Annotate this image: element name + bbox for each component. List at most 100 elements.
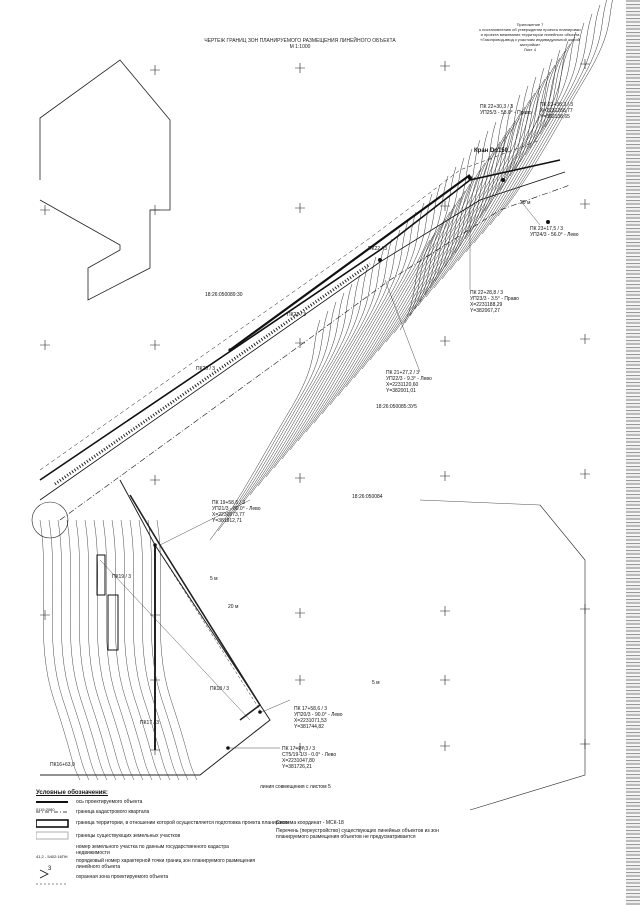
- coord-system-note: Система координат - МСК-18: [276, 820, 344, 826]
- contour-line: [217, 310, 329, 532]
- pk-label: УП21/3 - 90.0° - Лево: [212, 506, 261, 512]
- pk-label: X=2230973,77: [212, 512, 245, 518]
- contour-line: [401, 103, 513, 325]
- contour-line: [111, 519, 153, 781]
- pk-label: ПК 17+58,6 / 3: [294, 706, 328, 712]
- land-strip: [39, 139, 571, 521]
- pk-tag: ПК18 / 3: [210, 686, 230, 692]
- contour-line: [249, 274, 361, 496]
- scale-line: М 1:1000: [289, 44, 311, 50]
- legend-item: граница территории, в отношении которой …: [76, 820, 289, 826]
- pk-label: X=2231047,80: [282, 758, 315, 764]
- grid-cross: [440, 741, 450, 751]
- legend-sample: 0115:2080: [36, 807, 55, 812]
- tree-crown: [31, 501, 69, 539]
- pk-tag: ПК17 / 3: [140, 720, 160, 726]
- contour-line: [499, 99, 531, 191]
- pk-tag: ПК21 / 3: [287, 312, 307, 318]
- pk-label: УП23/3 - 3.5° - Право: [470, 296, 519, 302]
- grid-cross: [295, 203, 305, 213]
- contour-line: [93, 519, 135, 781]
- pk-tag: ПК22 / 3: [368, 246, 388, 252]
- parcel-number: 18:26:050084: [352, 494, 383, 500]
- pk-label: ПК 23+17,5 / 3: [530, 226, 564, 232]
- contour-line: [417, 85, 529, 307]
- attachment-note: Приложение 7 к постановлению об утвержде…: [470, 22, 590, 52]
- contour-line: [233, 292, 345, 514]
- contour-line: [409, 94, 521, 316]
- grid-cross: [295, 743, 305, 753]
- contour-line: [289, 229, 401, 451]
- contour-line: [473, 22, 585, 244]
- pk-tag: ПК20 / 3: [196, 366, 216, 372]
- contour-line: [209, 319, 321, 541]
- contour-line: [147, 519, 189, 781]
- contour-line: [524, 64, 556, 156]
- contour-line: [265, 256, 377, 478]
- pk-label: СТ5/19-1/3 - 0.0° - Лево: [282, 752, 337, 758]
- contour-line: [469, 141, 501, 233]
- note-line: к постановлению об утверждении проекта п…: [479, 27, 581, 32]
- contour-line: [497, 0, 608, 217]
- contour-line: [484, 120, 516, 212]
- contour-line: [273, 247, 385, 469]
- crane-label: Кран Dn150: [474, 148, 508, 154]
- note-line: и проекта межевания территории линейного…: [480, 32, 580, 37]
- contour-line: [459, 155, 491, 247]
- pk-label: X=2231120,60: [386, 382, 419, 388]
- grid-cross: [440, 471, 450, 481]
- sheet-join-label: линия совмещения с листом 5: [260, 784, 331, 790]
- contour-line: [441, 58, 553, 280]
- grid-cross: [295, 608, 305, 618]
- contour-line: [257, 265, 369, 487]
- pk-tag: ПК19 / 3: [112, 574, 132, 580]
- contour-line: [241, 283, 353, 505]
- contour-line: [433, 67, 545, 289]
- contour-line: [504, 92, 536, 184]
- parcel-number: 18:26:050085:ЗУ5: [376, 404, 417, 410]
- contour-line: [439, 183, 471, 275]
- legend-sample: 41,2 - 5402:16ПН: [36, 854, 68, 859]
- pk-label: ПК 17+27,3 / 3: [282, 746, 316, 752]
- contour-line: [321, 193, 433, 415]
- legend-item: охранная зона проектируемого объекта: [76, 874, 169, 880]
- contour-line: [464, 148, 496, 240]
- contour-line: [505, 0, 613, 208]
- contour-line: [414, 218, 446, 310]
- grid-cross: [150, 340, 160, 350]
- contour-line: [514, 78, 546, 170]
- relief-contours: [209, 0, 613, 541]
- legend-item: порядковый номер характерной точки грани…: [76, 858, 256, 870]
- title-line: ЧЕРТЕЖ ГРАНИЦ ЗОН ПЛАНИРУЕМОГО РАЗМЕЩЕНИ…: [204, 38, 396, 44]
- pk-label: Y=382138,65: [540, 114, 570, 120]
- contour-line: [39, 519, 81, 781]
- grid-cross: [295, 63, 305, 73]
- pk-label: ПК 19+58,6 / 3: [212, 500, 246, 506]
- contour-line: [434, 190, 466, 282]
- contour-line: [494, 106, 526, 198]
- legend-item: ось проектируемого объекта: [76, 799, 143, 805]
- pk-label: ПК 22+30,3 / 3: [480, 104, 514, 110]
- contour-line: [457, 40, 569, 262]
- pk-label: УП25/3 - 58.0° - Право: [480, 110, 532, 116]
- turn-points: [153, 176, 550, 750]
- pk-label: Y=381726,21: [282, 764, 312, 770]
- contour-line: [404, 232, 436, 324]
- pk-label: ПК 22+28,8 / 3: [470, 290, 504, 296]
- grid-cross: [295, 675, 305, 685]
- leader-lines: [159, 107, 546, 749]
- grid-cross: [440, 336, 450, 346]
- existing-building-outline: [39, 59, 171, 301]
- parcel-number: 18:26:050089:30: [205, 292, 243, 298]
- contour-line: [281, 238, 393, 460]
- pk-label: X=2231188,29: [470, 302, 503, 308]
- contour-line: [479, 127, 511, 219]
- contour-line: [75, 519, 117, 781]
- contour-line: [84, 519, 126, 781]
- legend-item: границы существующих земельных участков: [76, 833, 181, 839]
- pk-label: Y=382001,01: [386, 388, 416, 394]
- contour-line: [297, 220, 409, 442]
- grid-cross: [580, 469, 590, 479]
- contour-line: [225, 301, 337, 523]
- contour-line: [509, 85, 541, 177]
